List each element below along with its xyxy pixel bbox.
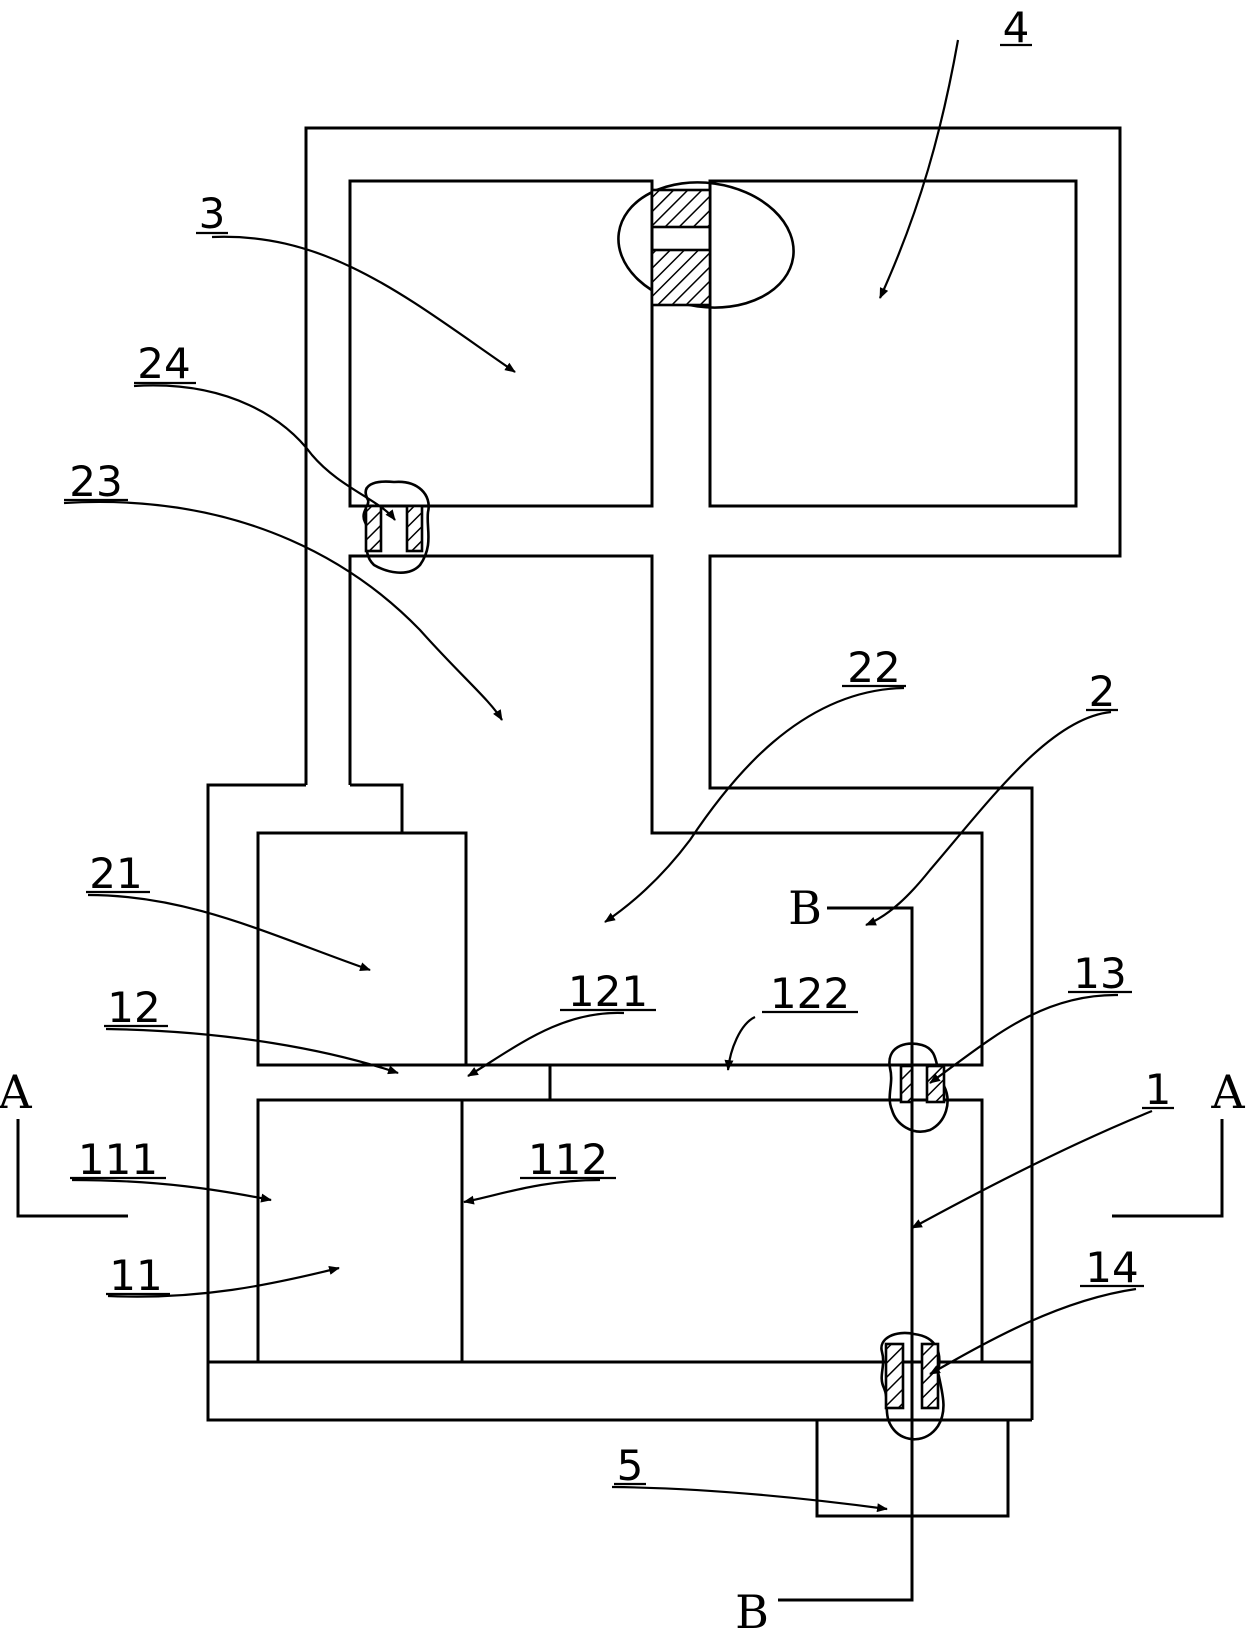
detail-bubble-14 — [880, 1331, 945, 1441]
label-21: 21 — [89, 849, 142, 898]
detail-bubble-24 — [362, 480, 430, 574]
leader-12 — [105, 1027, 399, 1075]
detail-bubble-top — [617, 181, 795, 309]
label-4: 4 — [1003, 3, 1030, 52]
label-22: 22 — [847, 643, 900, 692]
label-122: 122 — [770, 969, 850, 1018]
leader-22 — [604, 686, 905, 923]
section-marker-a-left — [16, 1119, 128, 1218]
leader-11 — [107, 1265, 340, 1298]
label-24: 24 — [137, 339, 190, 388]
label-2: 2 — [1089, 667, 1116, 716]
leader-1 — [911, 1109, 1153, 1229]
reference-numerals: 4 3 24 23 22 2 21 12 121 122 13 1 111 11… — [64, 3, 1174, 1490]
upper-housing-outline — [304, 126, 1122, 1420]
leader-111 — [71, 1178, 272, 1203]
section-label-a-right: A — [1210, 1065, 1245, 1119]
label-12: 12 — [107, 983, 160, 1032]
section-label-b-bottom: B — [735, 1585, 769, 1636]
label-112: 112 — [528, 1135, 608, 1184]
detail-bubble-13 — [888, 1042, 949, 1133]
label-1: 1 — [1145, 1065, 1172, 1114]
chamber-4-outline — [708, 179, 1078, 508]
leader-arrows — [63, 39, 1153, 1513]
section-marker-a-right — [1112, 1119, 1224, 1218]
leader-122 — [724, 1016, 756, 1071]
label-111: 111 — [78, 1135, 158, 1184]
label-13: 13 — [1073, 949, 1126, 998]
section-label-a-left: A — [0, 1065, 32, 1119]
chamber-3-outline — [348, 179, 654, 508]
leader-21 — [87, 893, 371, 972]
leader-13 — [929, 993, 1119, 1084]
lower-housing-outline — [206, 783, 1032, 1422]
section-letters: A A B B — [0, 881, 1245, 1636]
leader-121 — [467, 1011, 625, 1077]
label-11: 11 — [109, 1251, 162, 1300]
leader-14 — [929, 1287, 1137, 1375]
label-5: 5 — [617, 1441, 644, 1490]
section-line-b — [778, 906, 914, 1602]
label-23: 23 — [69, 457, 122, 506]
leader-23 — [63, 500, 503, 721]
leader-24 — [133, 384, 396, 521]
label-14: 14 — [1085, 1243, 1138, 1292]
leader-2 — [865, 710, 1112, 927]
leader-112 — [463, 1178, 601, 1205]
label-121: 121 — [568, 967, 648, 1016]
chamber-1-outline — [208, 1098, 1032, 1364]
section-label-b-top: B — [788, 881, 822, 935]
leader-4 — [878, 39, 960, 299]
leader-3 — [211, 235, 516, 373]
leader-5 — [611, 1485, 888, 1513]
label-3: 3 — [199, 189, 226, 238]
